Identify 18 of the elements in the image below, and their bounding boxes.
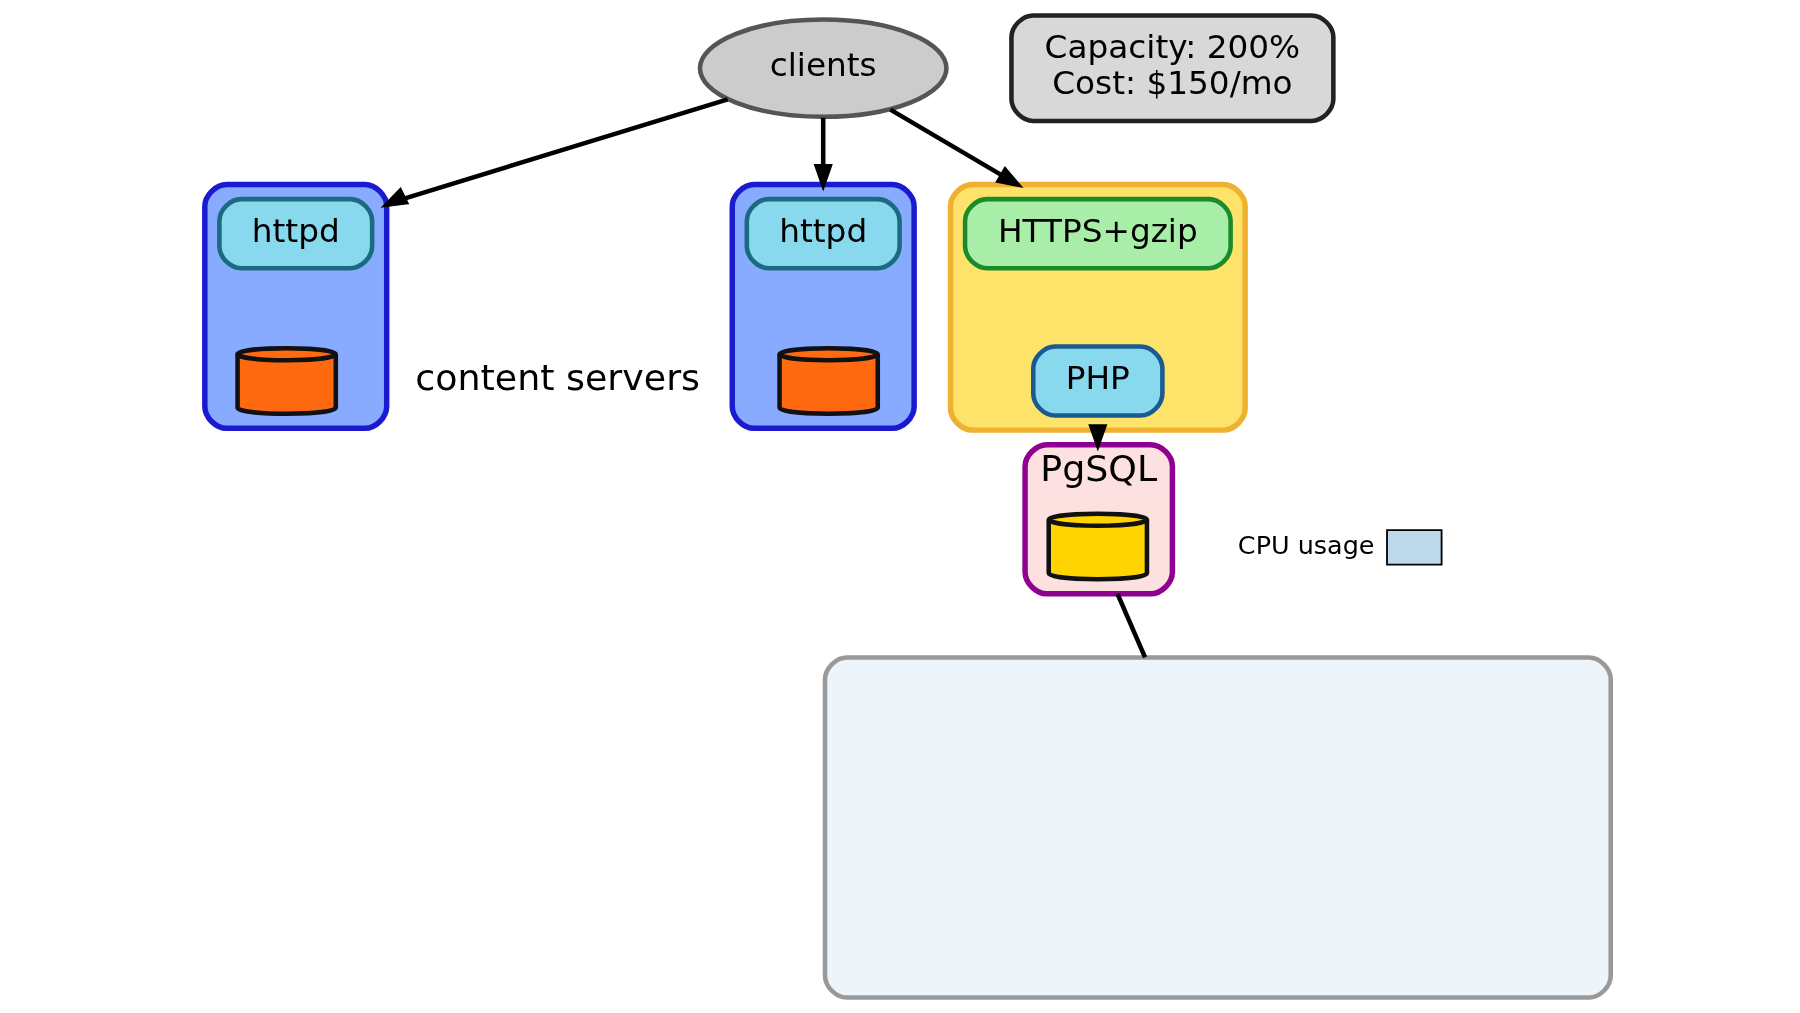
cluster (729, 181, 917, 432)
node-box (822, 655, 1613, 1000)
node-box: httpd (216, 196, 374, 271)
arrow (813, 117, 833, 192)
arrow (888, 107, 1024, 189)
node-box: Capacity: 200% Cost: $150/mo (1008, 13, 1336, 124)
cluster: PgSQL (1021, 441, 1175, 597)
node-box: HTTPS+gzip (962, 196, 1233, 271)
node-box: PHP (1030, 344, 1165, 418)
arrow (380, 97, 728, 208)
node-ellipse: clients (697, 17, 949, 120)
cluster (201, 181, 389, 432)
legend-label: CPU usage (1237, 530, 1375, 561)
cluster (947, 181, 1248, 433)
label: content servers (414, 356, 700, 400)
arrow (1087, 424, 1107, 452)
connector (1114, 592, 1147, 659)
node-box: httpd (744, 196, 902, 271)
